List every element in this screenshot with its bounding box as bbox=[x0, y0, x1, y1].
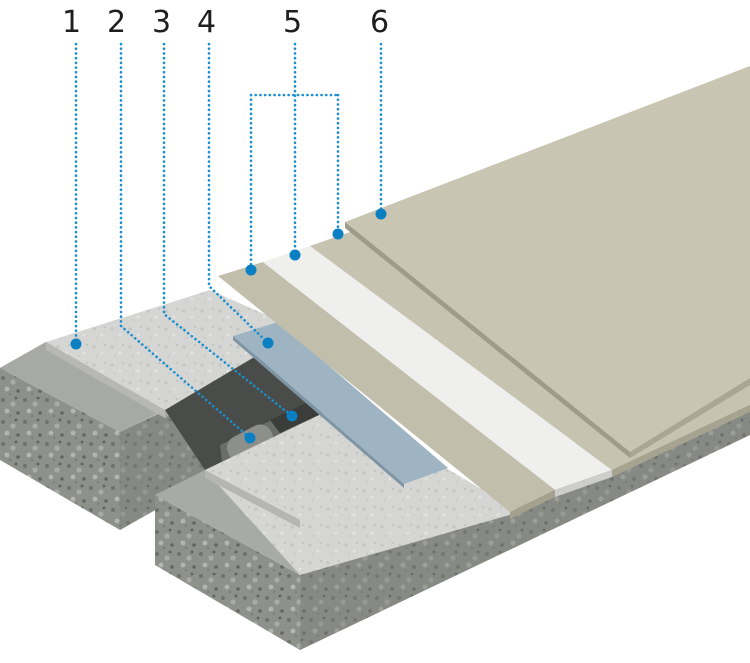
membrane-sheet-top bbox=[345, 66, 750, 458]
callout-dot-5c bbox=[332, 228, 344, 240]
leader-line-4 bbox=[207, 42, 270, 345]
callout-label-4: 4 bbox=[197, 5, 216, 40]
callout-label-5: 5 bbox=[283, 5, 302, 40]
callout-label-1: 1 bbox=[62, 5, 81, 40]
callout-dots bbox=[70, 208, 387, 444]
callout-label-2: 2 bbox=[107, 5, 126, 40]
callout-dot-5a bbox=[245, 264, 257, 276]
callout-dot-1 bbox=[70, 338, 82, 350]
callout-dot-5b bbox=[289, 249, 301, 261]
callout-label-3: 3 bbox=[152, 5, 171, 40]
membrane-strip-beige bbox=[218, 262, 555, 519]
joint-tape bbox=[233, 322, 448, 488]
callout-dot-3 bbox=[286, 410, 298, 422]
leader-line-3 bbox=[162, 42, 294, 418]
callout-dot-6 bbox=[375, 208, 387, 220]
callout-dot-4 bbox=[262, 337, 274, 349]
membrane-strip-white bbox=[263, 246, 612, 497]
callout-label-6: 6 bbox=[370, 5, 389, 40]
leader-line-5 bbox=[249, 42, 340, 272]
right-screed-layer bbox=[205, 405, 520, 575]
callout-labels: 1 2 3 4 5 6 bbox=[62, 5, 389, 40]
callout-dot-2 bbox=[244, 432, 256, 444]
leader-line-2 bbox=[119, 42, 252, 440]
leader-lines bbox=[74, 42, 383, 440]
